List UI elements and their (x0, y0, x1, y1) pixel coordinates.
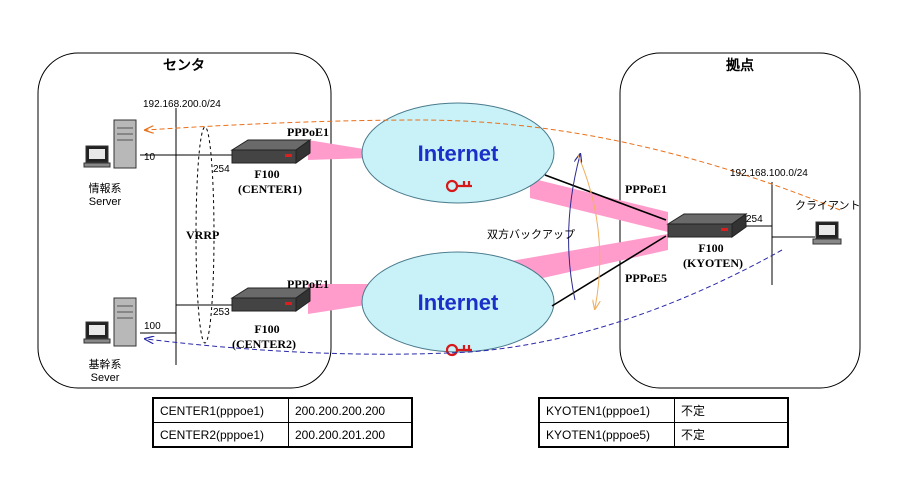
internet-label-top: Internet (418, 141, 499, 166)
table-row: KYOTEN1(pppoe1) 不定 (538, 397, 789, 423)
center2-model: F100 (254, 322, 279, 336)
tunnel-bottom-kyoten (505, 234, 668, 282)
vrrp-label: VRRP (186, 228, 219, 242)
core-server-icon (83, 297, 137, 347)
center-zone (37, 52, 332, 389)
center1-model: F100 (254, 167, 279, 181)
table-cell-name: CENTER2(pppoe1) (152, 422, 289, 448)
client-label: クライアント (795, 199, 861, 212)
info-server-name-2: Server (89, 196, 122, 208)
backup-label: 双方バックアップ (487, 227, 575, 241)
internet-cloud-bottom (361, 251, 555, 353)
center-address-table: CENTER1(pppoe1) 200.200.200.200 CENTER2(… (152, 397, 413, 448)
tunnel-center1-top (308, 140, 370, 160)
kyoten-wan2-label: PPPoE5 (625, 271, 667, 285)
client-pc-icon (812, 221, 842, 245)
info-server-icon (83, 119, 137, 169)
core-server-name-1: 基幹系 (89, 357, 122, 371)
kyoten-lan-ip: 254 (746, 214, 763, 225)
tunnel-top-kyoten (530, 178, 668, 232)
core-server-name-2: Sever (91, 372, 120, 384)
table-row: CENTER2(pppoe1) 200.200.201.200 (152, 422, 413, 448)
table-cell-ip: 200.200.200.200 (288, 397, 413, 423)
table-row: KYOTEN1(pppoe5) 不定 (538, 422, 789, 448)
table-row: CENTER1(pppoe1) 200.200.200.200 (152, 397, 413, 423)
table-cell-ip: 不定 (674, 422, 789, 448)
table-cell-ip: 不定 (674, 397, 789, 423)
wan-link-top (544, 174, 667, 221)
center1-wan-label: PPPoE1 (287, 125, 329, 139)
center2-lan-ip: 253 (213, 307, 230, 318)
center2-wan-label: PPPoE1 (287, 277, 329, 291)
kyoten-zone (619, 52, 861, 389)
orange-flow-arrow (146, 119, 841, 211)
router-center1 (230, 139, 312, 164)
backup-arrow-up (568, 155, 580, 301)
tunnel-center2-bottom (308, 284, 372, 314)
center-subnet-label: 192.168.200.0/24 (143, 99, 221, 110)
center2-name: (CENTER2) (232, 337, 296, 351)
kyoten-model: F100 (698, 241, 723, 255)
internet-cloud-top (361, 102, 555, 204)
kyoten-name: (KYOTEN) (683, 256, 743, 270)
core-server-host-label: 100 (144, 321, 161, 332)
table-cell-ip: 200.200.201.200 (288, 422, 413, 448)
table-cell-name: KYOTEN1(pppoe5) (538, 422, 675, 448)
router-kyoten (666, 213, 748, 238)
blue-flow-arrow (146, 249, 783, 355)
info-server-host-label: 10 (144, 152, 156, 163)
center-zone-title: センタ (163, 58, 205, 74)
info-server-name-1: 情報系 (89, 182, 122, 195)
backup-arrow-down (577, 154, 600, 308)
center1-lan-ip: 254 (213, 164, 230, 175)
table-cell-name: KYOTEN1(pppoe1) (538, 397, 675, 423)
router-center2 (230, 287, 312, 312)
kyoten-zone-title: 拠点 (726, 57, 754, 74)
kyoten-wan1-label: PPPoE1 (625, 182, 667, 196)
table-cell-name: CENTER1(pppoe1) (152, 397, 289, 423)
wan-link-bottom (551, 235, 667, 307)
internet-label-bottom: Internet (418, 290, 499, 315)
center1-name: (CENTER1) (238, 182, 302, 196)
vrrp-group (195, 126, 215, 344)
kyoten-address-table: KYOTEN1(pppoe1) 不定 KYOTEN1(pppoe5) 不定 (538, 397, 789, 448)
kyoten-subnet-label: 192.168.100.0/24 (730, 168, 808, 179)
